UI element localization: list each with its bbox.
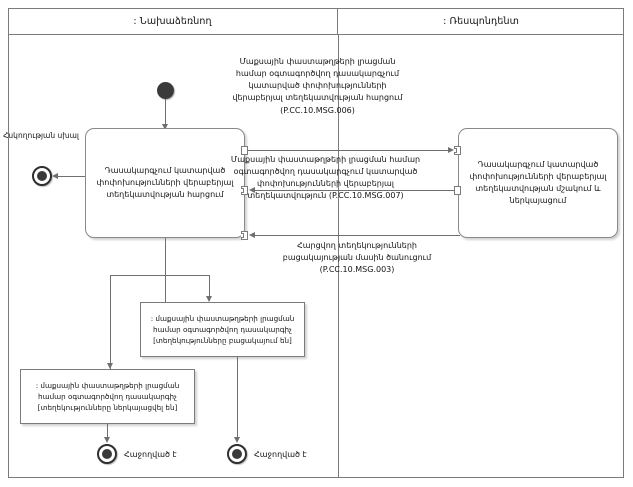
note-classifier-data-missing-label: : մաքսային փաստաթղթերի լրացման համար օգտ… [150, 313, 295, 346]
activity-request-classifier-info-label: Դասակարգչում կատարված փոփոխությունների վ… [96, 166, 234, 199]
arrowhead-final-left [103, 437, 110, 443]
swimlane-header-respondent-label: : Ռեսպոնդենտ [443, 15, 519, 27]
connector-down-to-note-left [110, 275, 111, 369]
send-port-right-msg007 [454, 186, 461, 195]
connector-branch-to-note-middle [165, 275, 209, 276]
connector-branch-to-note-left [110, 275, 166, 276]
connector-initial-to-activity-left [165, 99, 166, 127]
send-port-msg006 [241, 146, 248, 155]
message-label-msg006-code: (P.CC.10.MSG.006) [280, 105, 355, 115]
arrowhead-msg006 [448, 146, 454, 153]
message-label-msg007-code: (P.CC.10.MSG.007) [328, 191, 404, 201]
receive-port-msg003 [241, 231, 248, 240]
message-label-msg003: Հարցվող տեղեկությունների բացակայության մ… [262, 240, 452, 276]
control-error-label-text: Հսկողության սխալ [3, 131, 79, 140]
arrowhead-initial-to-activity-left [161, 124, 168, 130]
connector-note-left-to-final-left [107, 424, 108, 440]
final-node-success-left [97, 444, 117, 464]
activity-process-and-provide-info-label: Դասակարգչում կատարված փոփոխությունների վ… [469, 160, 607, 205]
connector-msg006 [248, 150, 448, 151]
arrowhead-note-middle [205, 296, 212, 302]
arrowhead-final-right [233, 437, 240, 443]
swimlane-header-respondent: : Ռեսպոնդենտ [338, 8, 624, 35]
swimlane-header-initiator: : Նախաձեռնող [8, 8, 338, 35]
message-label-msg007: Մաքսային փաստաթղթերի լրացման համար օգտագ… [228, 154, 423, 203]
final-node-control-error [32, 166, 52, 186]
message-label-msg006-text: Մաքսային փաստաթղթերի լրացման համար օգտագ… [232, 57, 403, 103]
receive-port-msg007 [241, 186, 248, 195]
arrowhead-control-error [52, 172, 58, 179]
connector-note-middle-to-final-right [237, 357, 238, 440]
connector-activity-left-to-note-middle [165, 238, 166, 302]
initial-node [157, 82, 174, 99]
message-label-msg006: Մաքսային փաստաթղթերի լրացման համար օգտագ… [225, 56, 410, 117]
swimlane-divider [338, 35, 339, 478]
swimlane-header-initiator-label: : Նախաձեռնող [133, 15, 212, 27]
connector-msg003 [255, 235, 460, 236]
message-label-msg007-text: Մաքսային փաստաթղթերի լրացման համար օգտագ… [230, 155, 421, 201]
final-node-success-right-label: Հաջողված է [254, 450, 307, 459]
activity-process-and-provide-info[interactable]: Դասակարգչում կատարված փոփոխությունների վ… [458, 128, 618, 238]
activity-request-classifier-info[interactable]: Դասակարգչում կատարված փոփոխությունների վ… [85, 128, 245, 238]
receive-port-right-msg006 [454, 146, 461, 155]
note-classifier-data-missing[interactable]: : մաքսային փաստաթղթերի լրացման համար օգտ… [140, 302, 305, 357]
connector-down-to-note-middle [209, 275, 210, 301]
final-node-success-left-label: Հաջողված է [124, 450, 177, 459]
control-error-label: Հսկողության սխալ [2, 131, 80, 142]
message-label-msg003-text: Հարցվող տեղեկությունների բացակայության մ… [282, 241, 432, 263]
message-label-msg003-code: (P.CC.10.MSG.003) [319, 265, 395, 275]
arrowhead-note-left [106, 363, 113, 369]
note-classifier-data-provided[interactable]: : մաքսային փաստաթղթերի լրացման համար օգտ… [20, 369, 195, 424]
connector-msg007 [255, 190, 455, 191]
arrowhead-msg007 [249, 186, 255, 193]
arrowhead-msg003 [249, 231, 255, 238]
final-node-success-right [227, 444, 247, 464]
connector-activity-left-to-error [57, 176, 85, 177]
note-classifier-data-provided-label: : մաքսային փաստաթղթերի լրացման համար օգտ… [35, 380, 180, 413]
